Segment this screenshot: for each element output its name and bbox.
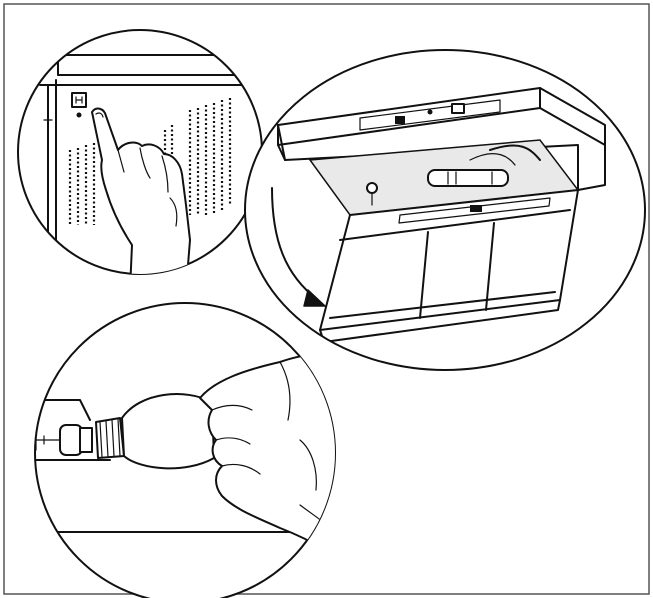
filter-panel xyxy=(319,189,579,343)
open-direction-arrow xyxy=(271,187,326,307)
hand-icon xyxy=(91,107,191,274)
bulb-panel xyxy=(34,302,336,598)
bulb-holder-icon xyxy=(366,144,541,206)
switch-icon xyxy=(71,92,87,118)
hood-panel xyxy=(244,49,646,371)
vent-slots xyxy=(68,98,232,225)
socket-icon xyxy=(35,424,93,456)
switch-panel xyxy=(17,29,263,275)
control-strip xyxy=(359,99,501,131)
figure-frame xyxy=(3,3,650,595)
